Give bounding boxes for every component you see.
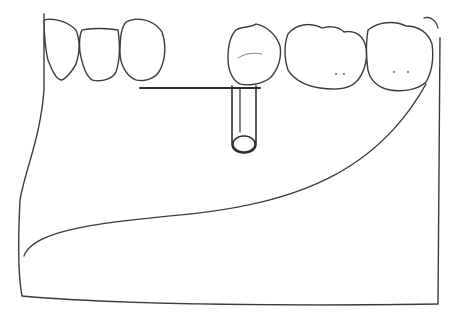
tooth-mark <box>407 71 409 73</box>
tooth-mark <box>393 71 395 73</box>
tooth-right-1 <box>285 25 367 89</box>
tooth-left-2 <box>80 29 120 81</box>
tooth-right-2 <box>367 23 433 91</box>
tooth-left-1 <box>44 19 79 80</box>
implant-crown <box>228 24 281 85</box>
inner-gum-curve <box>24 84 426 256</box>
implant-post-end <box>233 136 255 152</box>
implant-crown-ridge <box>238 53 262 58</box>
jaw-outline <box>19 14 440 305</box>
tooth-mark <box>343 73 345 75</box>
tooth-right-3 <box>424 17 438 28</box>
tooth-mark <box>335 73 337 75</box>
tooth-left-3 <box>120 19 165 80</box>
